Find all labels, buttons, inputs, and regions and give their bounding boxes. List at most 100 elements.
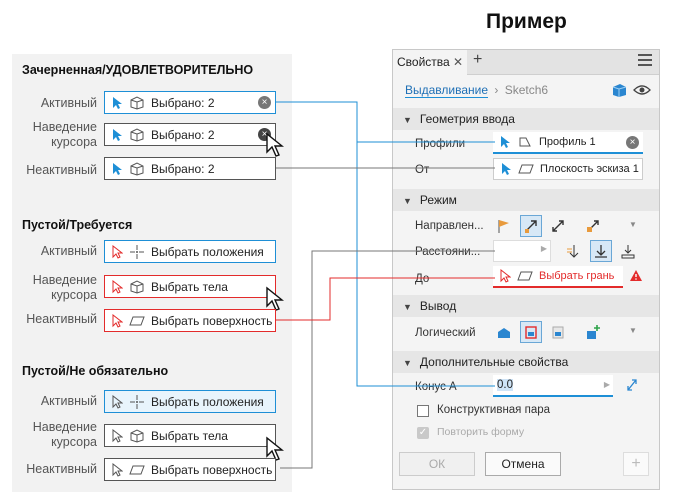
clear-icon[interactable]: × — [626, 136, 639, 149]
distance-to-button[interactable] — [563, 240, 585, 262]
selector-optional-active[interactable]: Выбрать положения — [104, 390, 276, 413]
cube-view-icon[interactable] — [611, 82, 627, 98]
distance-between-button[interactable] — [617, 240, 639, 262]
label-active: Активный — [40, 96, 97, 110]
cube-icon — [129, 161, 145, 177]
selector-value: Выбрано: 2 — [151, 127, 215, 142]
selector-optional-hover[interactable]: Выбрать тела — [104, 424, 276, 447]
ok-button[interactable]: ОК — [399, 452, 475, 476]
tab-label: Свойства — [397, 55, 450, 69]
clear-icon[interactable]: × — [258, 96, 271, 109]
cursor-arrow-icon — [498, 161, 514, 177]
selector-required-active[interactable]: Выбрать положения — [104, 240, 276, 263]
selector-required-inactive[interactable]: Выбрать поверхность — [104, 309, 276, 332]
chevron-down-icon[interactable]: ▼ — [629, 220, 637, 229]
boolean-intersect-button[interactable] — [547, 321, 569, 343]
direction-default-button[interactable] — [493, 215, 515, 237]
boolean-cut-button[interactable] — [520, 321, 542, 343]
cursor-arrow-outline-icon — [109, 462, 125, 478]
mouse-pointer-icon — [266, 436, 284, 461]
from-selector[interactable]: Плоскость эскиза 1 — [493, 158, 643, 180]
direction-asymmetric-button[interactable] — [582, 215, 604, 237]
cursor-arrow-outline-icon — [109, 313, 125, 329]
profile-icon — [517, 134, 533, 150]
distance-through-button[interactable] — [590, 240, 612, 262]
direction-symmetric-button[interactable] — [547, 215, 569, 237]
flip-taper-icon[interactable] — [625, 377, 639, 393]
selector-filled-active[interactable]: Выбрано: 2 × — [104, 91, 276, 114]
selector-filled-inactive[interactable]: Выбрано: 2 — [104, 157, 276, 180]
surface-icon — [129, 313, 145, 329]
chevron-down-icon[interactable]: ▼ — [629, 326, 637, 335]
surface-icon — [129, 462, 145, 478]
boolean-join-button[interactable] — [493, 321, 515, 343]
selector-prompt: Выбрать поверхность — [151, 313, 273, 328]
breadcrumb-current: Sketch6 — [504, 83, 549, 97]
apply-add-button[interactable]: + — [623, 452, 649, 476]
mouse-pointer-icon — [266, 132, 284, 157]
label-hover-2: курсора — [51, 435, 97, 449]
section-mode[interactable]: ▼Режим — [393, 189, 659, 211]
section-advanced[interactable]: ▼Дополнительные свойства — [393, 351, 659, 373]
construction-checkbox[interactable] — [417, 405, 429, 417]
spinner-icon[interactable]: ▶ — [540, 244, 547, 253]
cursor-arrow-outline-icon — [109, 279, 125, 295]
menu-icon[interactable] — [638, 54, 652, 66]
cut-icon — [525, 326, 537, 339]
section-label: Дополнительные свойства — [419, 355, 569, 369]
selector-value: Выбрано: 2 — [151, 161, 215, 176]
page-title: Пример — [486, 10, 567, 33]
selector-filled-hover[interactable]: Выбрано: 2 × — [104, 123, 276, 146]
cursor-arrow-icon — [109, 95, 125, 111]
label-inactive: Неактивный — [26, 462, 97, 476]
eye-icon[interactable] — [633, 84, 651, 96]
tab-properties[interactable]: Свойства ✕ — [393, 50, 467, 75]
row-label-direction: Направлен... — [415, 220, 484, 232]
tab-bar: Свойства ✕ + — [393, 50, 659, 75]
crosshair-icon — [129, 244, 145, 260]
direction-flip-button[interactable] — [520, 215, 542, 237]
properties-panel: Свойства ✕ + Выдавливание › Sketch6 ▼Гео… — [392, 49, 660, 490]
label-inactive: Неактивный — [26, 163, 97, 177]
cursor-arrow-outline-icon — [497, 268, 513, 284]
label-hover-2: курсора — [51, 135, 97, 149]
row-label-boolean: Логический — [415, 327, 476, 339]
add-tab-icon[interactable]: + — [473, 51, 483, 68]
selector-required-hover[interactable]: Выбрать тела — [104, 275, 276, 298]
breadcrumb: Выдавливание › Sketch6 — [405, 83, 549, 98]
new-solid-button[interactable] — [582, 321, 604, 343]
row-label-from: От — [415, 164, 430, 176]
selector-optional-inactive[interactable]: Выбрать поверхность — [104, 458, 276, 481]
close-icon[interactable]: ✕ — [453, 55, 464, 69]
spinner-icon[interactable]: ▶ — [603, 380, 610, 389]
flag-icon — [498, 220, 509, 233]
cube-icon — [129, 95, 145, 111]
cube-icon — [129, 279, 145, 295]
label-hover-1: Наведение — [32, 420, 97, 434]
breadcrumb-link[interactable]: Выдавливание — [405, 83, 489, 98]
cursor-arrow-outline-icon — [109, 244, 125, 260]
cursor-arrow-icon — [109, 127, 125, 143]
mouse-pointer-icon — [266, 286, 284, 311]
section-output[interactable]: ▼Вывод — [393, 295, 659, 317]
row-label-taper: Конус A — [415, 381, 457, 393]
row-label-profiles: Профили — [415, 138, 466, 150]
breadcrumb-separator: › — [494, 83, 499, 97]
profiles-selector[interactable]: Профиль 1 × — [493, 132, 643, 154]
face-icon — [517, 268, 533, 284]
cube-icon — [129, 428, 145, 444]
crosshair-icon — [129, 394, 145, 410]
construction-label: Конструктивная пара — [437, 404, 551, 416]
section-input-geometry[interactable]: ▼Геометрия ввода — [393, 108, 659, 130]
label-active: Активный — [40, 244, 97, 258]
label-hover-1: Наведение — [32, 273, 97, 287]
section-title-required: Пустой/Требуется — [22, 218, 133, 232]
cancel-button[interactable]: Отмена — [485, 452, 561, 476]
selector-prompt: Выбрать тела — [151, 279, 228, 294]
repeat-checkbox[interactable]: ✓ — [417, 427, 429, 439]
taper-input[interactable]: 0.0 ▶ — [493, 375, 613, 397]
to-selector[interactable]: Выбрать грань — [493, 266, 623, 288]
connector-line-blue — [276, 101, 495, 387]
direction-arrow-icon — [525, 220, 537, 233]
label-inactive: Неактивный — [26, 312, 97, 326]
